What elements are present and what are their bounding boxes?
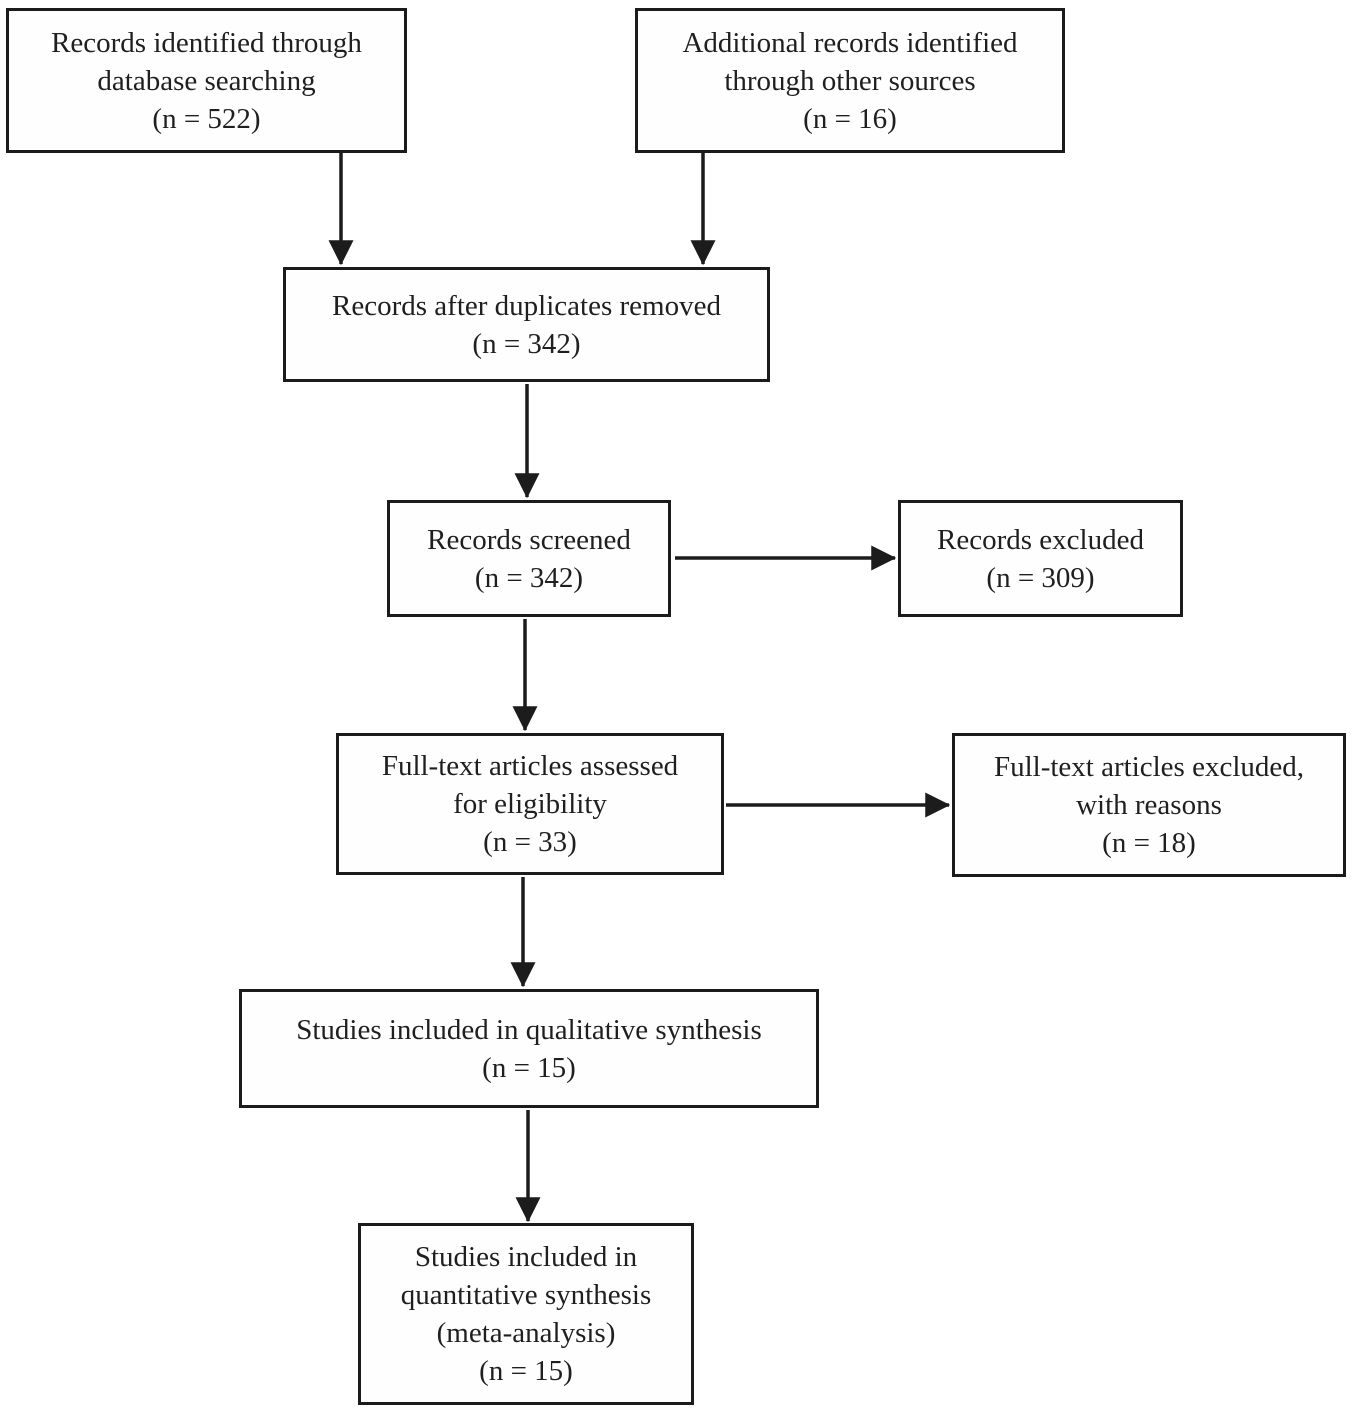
node-fulltext-excluded-label: Full-text articles excluded, with reason… <box>993 751 1305 859</box>
node-additional-records-label: Additional records identified through ot… <box>682 26 1018 135</box>
node-records-identified-label: Records identified through database sear… <box>51 26 362 135</box>
node-records-identified: Records identified through database sear… <box>6 8 407 153</box>
node-qualitative-synthesis-label: Studies included in qualitative synthesi… <box>296 1013 762 1084</box>
node-fulltext-assessed: Full-text articles assessed for eligibil… <box>336 733 724 875</box>
node-quantitative-synthesis: Studies included in quantitative synthes… <box>358 1223 694 1405</box>
node-quantitative-synthesis-label: Studies included in quantitative synthes… <box>400 1241 652 1387</box>
node-qualitative-synthesis: Studies included in qualitative synthesi… <box>239 989 819 1108</box>
node-records-screened-label: Records screened (n = 342) <box>427 523 631 594</box>
node-records-excluded-label: Records excluded (n = 309) <box>937 523 1144 594</box>
node-fulltext-excluded: Full-text articles excluded, with reason… <box>952 733 1346 877</box>
node-records-screened: Records screened (n = 342) <box>387 500 671 617</box>
node-duplicates-removed-label: Records after duplicates removed (n = 34… <box>332 289 721 360</box>
node-fulltext-assessed-label: Full-text articles assessed for eligibil… <box>381 750 679 858</box>
node-duplicates-removed: Records after duplicates removed (n = 34… <box>283 267 770 382</box>
node-records-excluded: Records excluded (n = 309) <box>898 500 1183 617</box>
node-additional-records: Additional records identified through ot… <box>635 8 1065 153</box>
